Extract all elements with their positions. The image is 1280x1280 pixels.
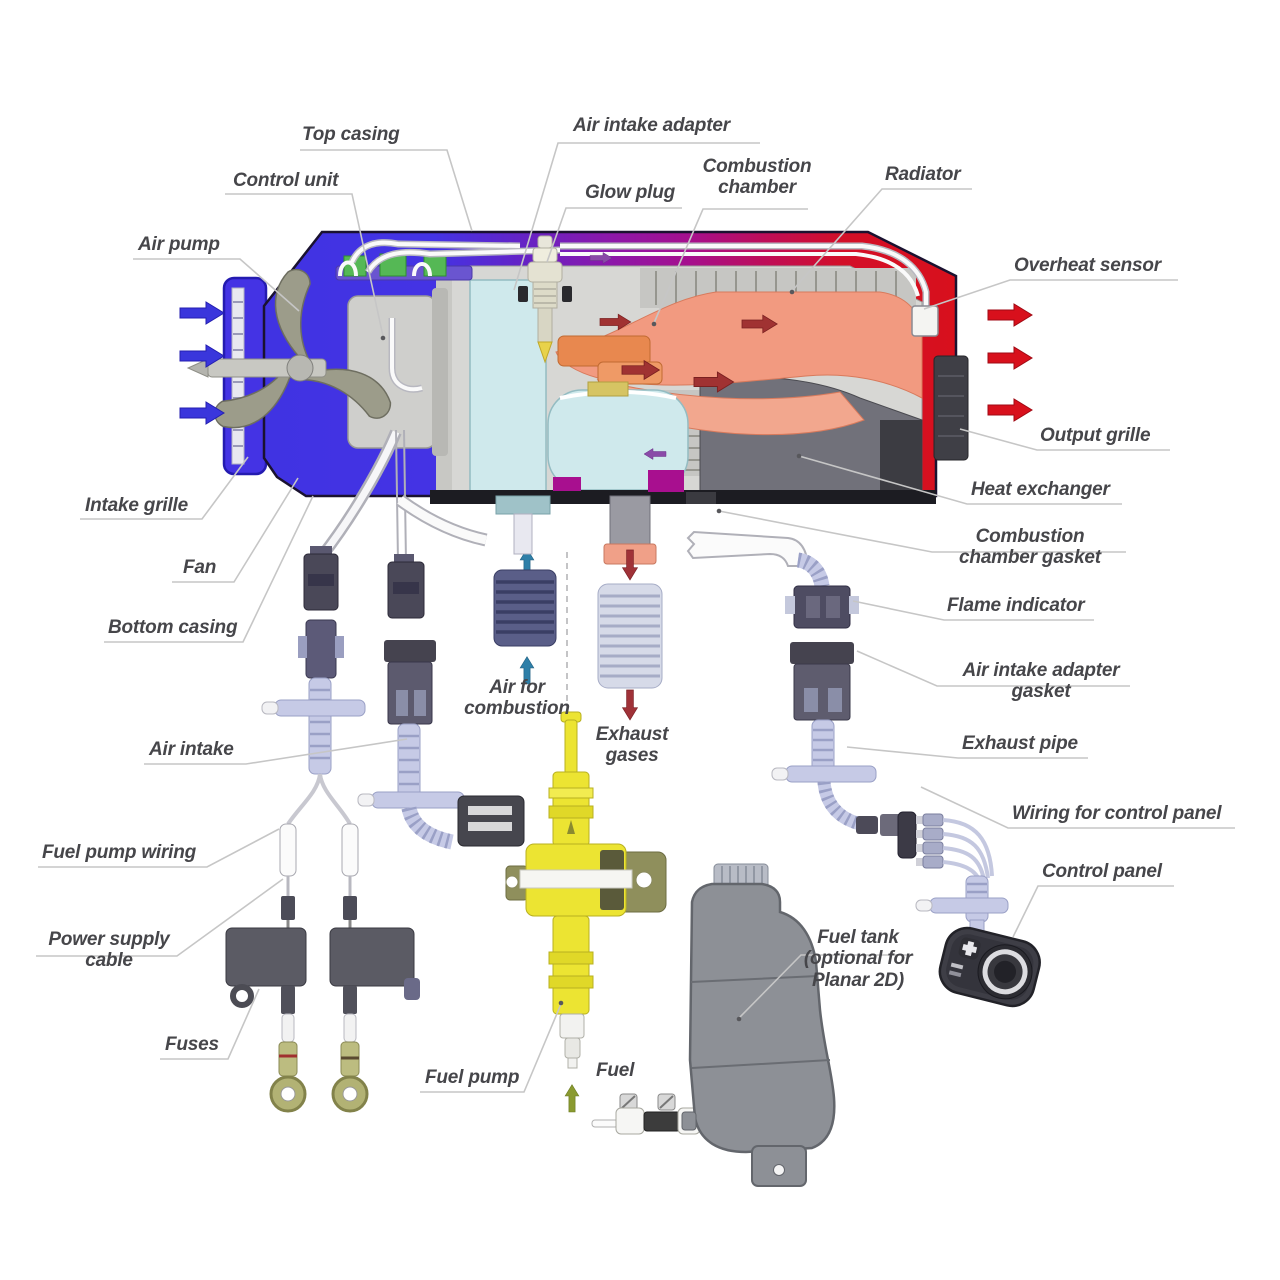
flame-indicator-connector bbox=[785, 585, 859, 629]
label-top-casing: Top casing bbox=[302, 124, 400, 145]
fan bbox=[186, 268, 392, 429]
fuses bbox=[278, 1041, 360, 1077]
label-heat-exchanger: Heat exchanger bbox=[971, 479, 1110, 500]
leader-fuel-pump-wiring bbox=[38, 828, 280, 868]
label-control-panel: Control panel bbox=[1042, 861, 1162, 882]
leader-output-grille bbox=[959, 428, 1170, 451]
label-wiring-for-control-panel: Wiring for control panel bbox=[1012, 803, 1222, 824]
label-combustion-chamber-gasket: Combustion chamber gasket bbox=[959, 526, 1101, 569]
leader-fuel-pump bbox=[420, 1003, 562, 1093]
leader-air-intake-adapter-gasket bbox=[856, 650, 1130, 687]
heater-body bbox=[186, 230, 969, 565]
leader-air-pump bbox=[133, 258, 300, 312]
white-duct bbox=[686, 530, 810, 567]
label-glow-plug: Glow plug bbox=[585, 182, 676, 203]
adapter-gasket-connector bbox=[790, 642, 854, 721]
fuel-pump-wiring-assembly bbox=[225, 429, 420, 1113]
label-air-intake-adapter: Air intake adapter bbox=[573, 115, 730, 136]
leader-fuses bbox=[160, 988, 260, 1060]
ring-terminals bbox=[269, 1075, 369, 1113]
label-fuel-tank: Fuel tank (optional for Planar 2D) bbox=[803, 927, 913, 991]
label-intake-grille: Intake grille bbox=[85, 495, 188, 516]
label-bottom-casing: Bottom casing bbox=[108, 617, 238, 638]
glow-plug bbox=[518, 235, 572, 364]
output-grille bbox=[933, 355, 969, 461]
corrugated-tube-b bbox=[357, 723, 465, 850]
leader-fan bbox=[172, 477, 299, 583]
leader-combustion-chamber-gasket bbox=[718, 510, 1126, 553]
label-fuel-pump: Fuel pump bbox=[425, 1067, 520, 1088]
leader-exhaust-pipe bbox=[846, 746, 1088, 759]
leader-combustion-chamber bbox=[653, 208, 808, 324]
leader-control-unit bbox=[225, 193, 384, 337]
combustion-air-stub bbox=[493, 513, 557, 647]
bottom-casing bbox=[430, 470, 936, 565]
leader-heat-exchanger bbox=[798, 455, 1122, 505]
fuel-flow-arrow bbox=[564, 1084, 580, 1113]
label-combustion-chamber: Combustion chamber bbox=[702, 156, 812, 199]
corrugated-tube-a bbox=[261, 677, 366, 775]
output-air-arrows bbox=[987, 303, 1033, 422]
fuel-pump bbox=[505, 552, 667, 1069]
leader-flame-indicator bbox=[852, 600, 1094, 621]
label-air-intake: Air intake bbox=[149, 739, 234, 760]
label-air-intake-adapter-gasket: Air intake adapter gasket bbox=[962, 660, 1120, 703]
internal-wiring bbox=[338, 239, 930, 393]
label-fuel: Fuel bbox=[596, 1060, 635, 1081]
combustion-chamber bbox=[469, 279, 689, 493]
leader-air-intake-adapter bbox=[513, 142, 760, 291]
exhaust-stub bbox=[597, 583, 663, 689]
plus-button bbox=[958, 937, 981, 960]
label-fuel-pump-wiring: Fuel pump wiring bbox=[42, 842, 197, 863]
leader-air-intake bbox=[144, 738, 408, 765]
leader-intake-grille bbox=[80, 456, 249, 520]
label-overheat-sensor: Overheat sensor bbox=[1014, 255, 1161, 276]
leader-radiator bbox=[791, 188, 972, 292]
label-fuses: Fuses bbox=[165, 1034, 219, 1055]
label-flame-indicator: Flame indicator bbox=[947, 595, 1085, 616]
leader-fuel-tank bbox=[738, 954, 914, 1019]
label-control-unit: Control unit bbox=[233, 170, 339, 191]
label-exhaust-gases: Exhaust gases bbox=[595, 724, 669, 767]
label-exhaust-pipe: Exhaust pipe bbox=[962, 733, 1078, 754]
right-connector-column bbox=[396, 494, 1041, 1008]
exhaust-pipe-tube bbox=[771, 719, 877, 831]
leader-power-supply-cable bbox=[36, 878, 284, 957]
fuel-tank bbox=[681, 863, 836, 1187]
leader-lines bbox=[36, 142, 1235, 1093]
label-radiator: Radiator bbox=[885, 164, 961, 185]
label-air-pump: Air pump bbox=[138, 234, 220, 255]
leader-dots bbox=[380, 289, 802, 1022]
label-output-grille: Output grille bbox=[1040, 425, 1151, 446]
leader-overheat-sensor bbox=[923, 279, 1178, 310]
leader-control-panel bbox=[1012, 885, 1174, 938]
label-air-for-combustion: Air for combustion bbox=[464, 677, 570, 720]
leader-wiring-control-panel bbox=[920, 786, 1235, 829]
leader-bottom-casing bbox=[104, 495, 314, 643]
label-power-supply-cable: Power supply cable bbox=[48, 929, 170, 972]
air-intake-assembly bbox=[357, 429, 525, 850]
control-panel-wiring bbox=[897, 811, 1009, 941]
fuel-pump-connector-block bbox=[457, 795, 525, 847]
control-panel bbox=[938, 926, 1041, 1008]
leader-top-casing bbox=[300, 149, 473, 232]
overheat-sensor bbox=[911, 305, 939, 337]
leader-glow-plug bbox=[546, 207, 682, 263]
fuse-holders bbox=[225, 927, 420, 1008]
label-fan: Fan bbox=[183, 557, 217, 578]
